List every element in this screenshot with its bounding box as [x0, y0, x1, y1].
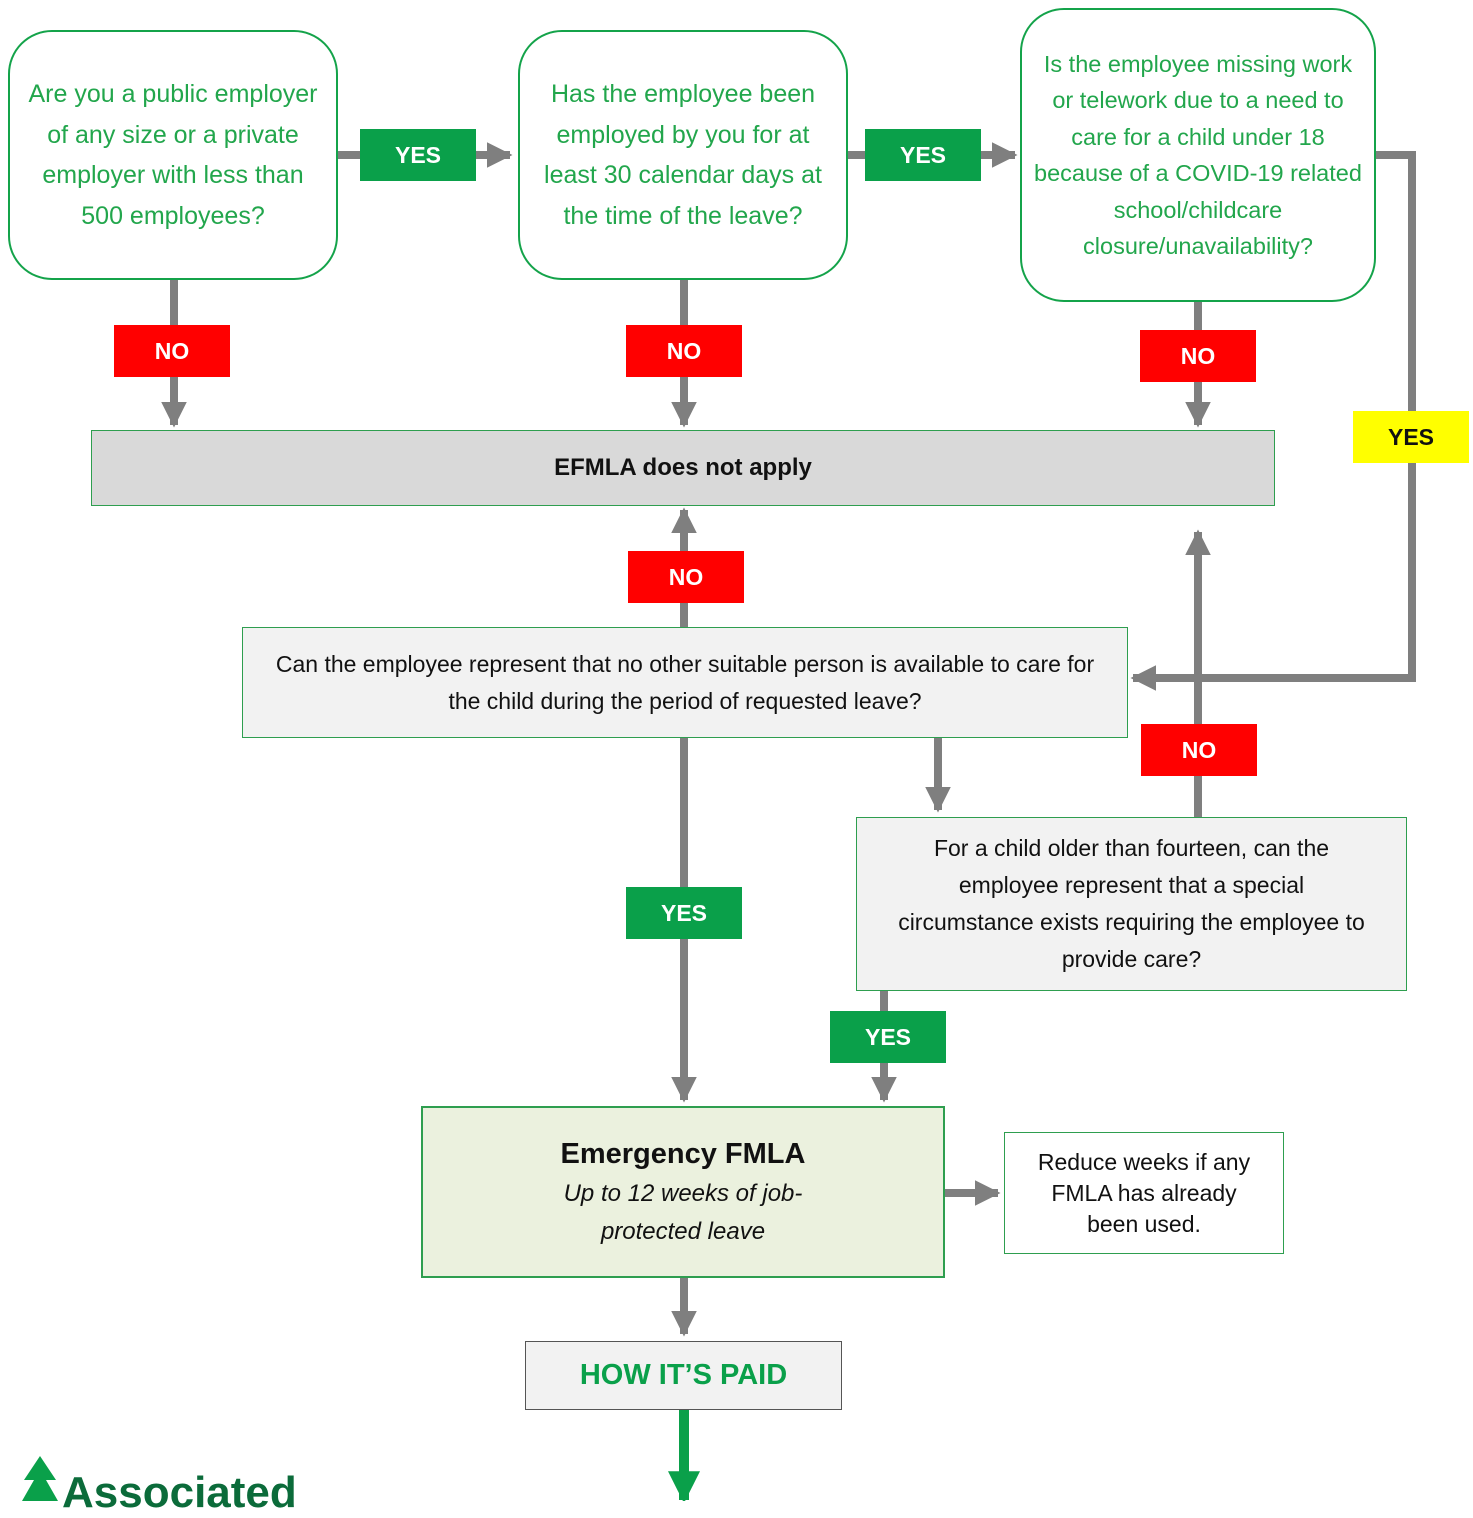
question-childcare-closure: Is the employee missing work or telework…: [1020, 8, 1376, 302]
emergency-fmla-subtitle: Up to 12 weeks of job-protected leave: [563, 1180, 803, 1245]
yes-label-q5: YES: [830, 1011, 946, 1063]
question-employment-length-text: Has the employee been employed by you fo…: [544, 80, 822, 230]
outcome-efmla-not-apply-text: EFMLA does not apply: [554, 454, 812, 481]
yes-label-q1: YES: [360, 129, 476, 181]
yes-label-q3: YES: [1353, 411, 1469, 463]
company-logo-text: Associated: [62, 1468, 297, 1517]
no-label-q3: NO: [1140, 330, 1256, 382]
question-childcare-closure-text: Is the employee missing work or telework…: [1034, 50, 1362, 260]
yes-label-q4: YES: [626, 887, 742, 939]
no-label-q2: NO: [626, 325, 742, 377]
question-no-other-caregiver: Can the employee represent that no other…: [242, 627, 1128, 738]
question-no-other-caregiver-text: Can the employee represent that no other…: [275, 650, 1095, 714]
no-label-q4: NO: [628, 551, 744, 603]
question-special-circumstance-text: For a child older than fourteen, can the…: [898, 835, 1365, 972]
no-label-q1: NO: [114, 325, 230, 377]
question-employer-size: Are you a public employer of any size or…: [8, 30, 338, 280]
note-reduce-weeks-text: Reduce weeks if any FMLA has already bee…: [1037, 1148, 1251, 1237]
no-label-q5: NO: [1141, 724, 1257, 776]
logo-mark: [22, 1456, 58, 1501]
outcome-emergency-fmla: Emergency FMLA Up to 12 weeks of job-pro…: [421, 1106, 945, 1278]
how-its-paid-text: HOW IT’S PAID: [579, 1359, 788, 1391]
how-its-paid-link[interactable]: HOW IT’S PAID: [525, 1341, 842, 1410]
emergency-fmla-title: Emergency FMLA: [560, 1138, 806, 1170]
yes-label-q2: YES: [865, 129, 981, 181]
note-reduce-weeks: Reduce weeks if any FMLA has already bee…: [1004, 1132, 1284, 1254]
question-employment-length: Has the employee been employed by you fo…: [518, 30, 848, 280]
question-employer-size-text: Are you a public employer of any size or…: [28, 80, 318, 230]
question-special-circumstance: For a child older than fourteen, can the…: [856, 817, 1407, 991]
outcome-efmla-not-apply: EFMLA does not apply: [91, 430, 1275, 506]
